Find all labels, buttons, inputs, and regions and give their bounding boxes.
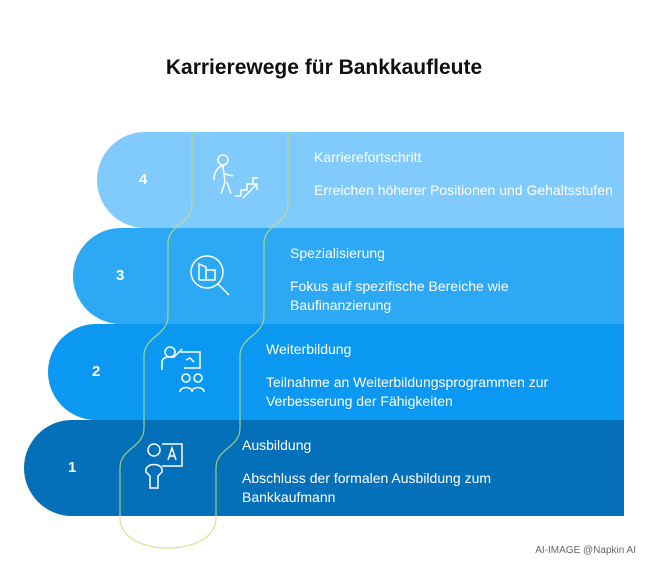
student-board-icon	[145, 443, 183, 489]
step-heading: Weiterbildung	[266, 341, 352, 357]
step-description: Teilnahme an Weiterbildungsprogrammen zu…	[266, 374, 549, 409]
step-heading: Ausbildung	[242, 437, 312, 453]
step-number: 4	[139, 171, 148, 188]
page-title: Karrierewege für Bankkaufleute	[165, 56, 483, 79]
magnifier-buildings-icon	[190, 255, 230, 296]
step-description: Abschluss der formalen Ausbildung zum Ba…	[242, 470, 492, 505]
footer-credit: AI-IMAGE @Napkin AI	[535, 545, 636, 556]
step-heading: Spezialisierung	[290, 245, 385, 261]
person-climbing-stairs-icon	[213, 154, 258, 199]
step-number: 3	[116, 267, 125, 284]
step-description: Fokus auf spezifische Bereiche wie Baufi…	[290, 278, 509, 313]
step-number: 1	[68, 459, 77, 476]
step-heading: Karrierefortschritt	[314, 149, 422, 165]
step-number: 2	[92, 363, 101, 380]
step-description: Erreichen höherer Positionen und Gehalts…	[314, 182, 613, 198]
teacher-presentation-icon	[161, 346, 205, 393]
